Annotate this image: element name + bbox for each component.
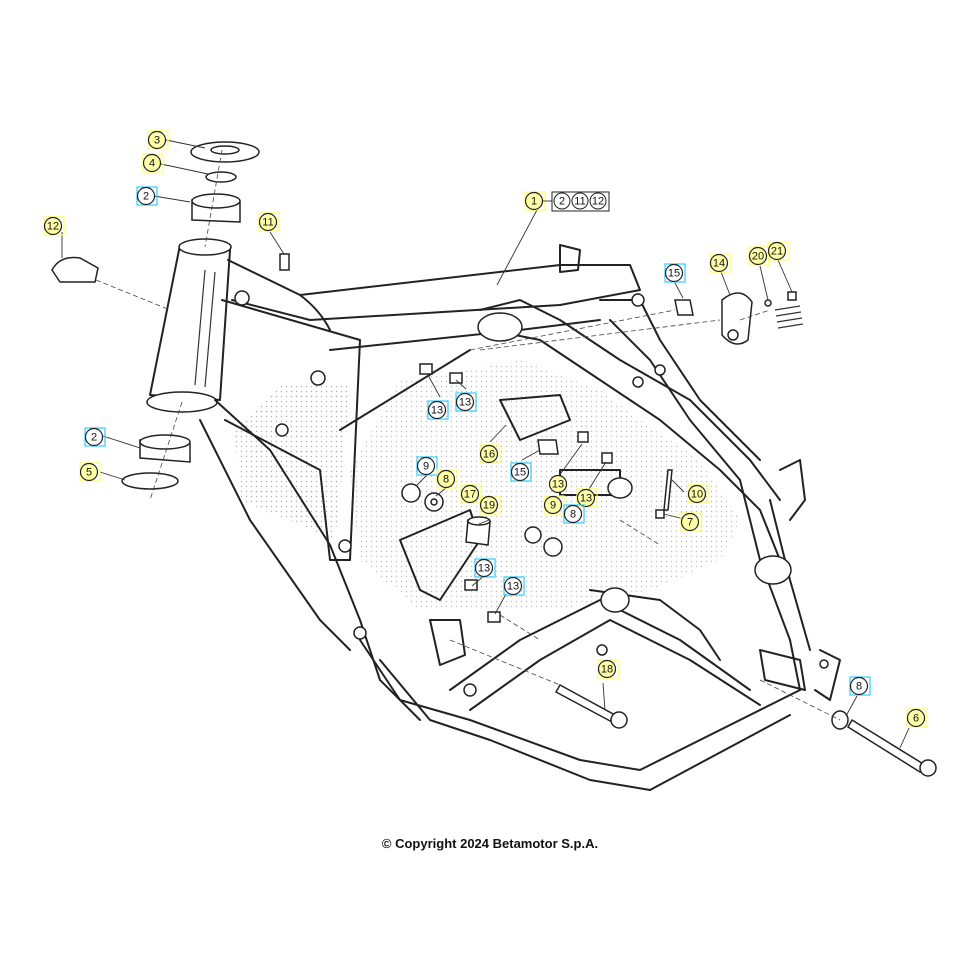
callout-label-8: 8 bbox=[856, 681, 862, 693]
callout-label-11: 11 bbox=[262, 217, 273, 229]
callout-label-13: 13 bbox=[580, 493, 592, 505]
callout-label-15: 15 bbox=[514, 467, 526, 479]
callout-label-7: 7 bbox=[687, 517, 693, 529]
part-vertical-bolt bbox=[663, 469, 673, 511]
part-bolt-upper bbox=[674, 299, 694, 316]
callout-label-8: 8 bbox=[570, 509, 576, 521]
motorcycle-frame bbox=[146, 238, 841, 791]
callout-circle bbox=[709, 253, 729, 273]
callout-label-3: 3 bbox=[154, 135, 160, 147]
part-nut-right bbox=[524, 526, 542, 544]
kit-item-circle bbox=[589, 192, 607, 210]
part-long-bolt bbox=[554, 683, 616, 724]
callout-circle bbox=[258, 212, 278, 232]
kit-item-label: 11 bbox=[574, 196, 585, 208]
callout-circle bbox=[147, 130, 167, 150]
callout-label-14: 14 bbox=[713, 258, 725, 270]
callout-circle bbox=[576, 488, 596, 508]
callout-label-17: 17 bbox=[464, 489, 476, 501]
callout-label-20: 20 bbox=[752, 251, 764, 263]
callout-label-10: 10 bbox=[691, 489, 703, 501]
callout-circle bbox=[563, 504, 583, 524]
part-cable-clamp bbox=[51, 256, 99, 283]
callout-circle bbox=[906, 708, 926, 728]
kit-item-label: 2 bbox=[559, 196, 565, 208]
callout-circle bbox=[479, 495, 499, 515]
callout-circle bbox=[460, 484, 480, 504]
copyright-text: © Copyright 2024 Betamotor S.p.A. bbox=[381, 836, 599, 851]
part-ring bbox=[205, 171, 237, 183]
kit-item-circle bbox=[553, 192, 571, 210]
part-bolt-mid bbox=[537, 439, 559, 455]
callout-circle bbox=[43, 216, 63, 236]
callout-circle bbox=[416, 456, 436, 476]
callout-circle bbox=[548, 474, 568, 494]
part-swingarm-bolt bbox=[846, 718, 927, 774]
callout-label-19: 19 bbox=[483, 500, 495, 512]
callout-label-1: 1 bbox=[531, 196, 537, 208]
callout-label-2: 2 bbox=[143, 191, 149, 203]
callout-circle bbox=[543, 495, 563, 515]
callout-circle bbox=[687, 484, 707, 504]
callout-label-13: 13 bbox=[552, 479, 564, 491]
callout-label-6: 6 bbox=[913, 713, 919, 725]
callout-circle bbox=[524, 191, 544, 211]
callout-circle bbox=[510, 462, 530, 482]
callout-circle bbox=[503, 576, 523, 596]
callout-label-21: 21 bbox=[771, 246, 783, 258]
callout-label-2: 2 bbox=[91, 432, 97, 444]
callout-circle bbox=[474, 558, 494, 578]
callout-label-13: 13 bbox=[431, 405, 443, 417]
callout-circle bbox=[748, 246, 768, 266]
callout-circle bbox=[680, 512, 700, 532]
callout-circle bbox=[427, 400, 447, 420]
callout-label-18: 18 bbox=[601, 664, 613, 676]
callout-label-13: 13 bbox=[459, 397, 471, 409]
leader-lines bbox=[61, 139, 910, 749]
callout-label-5: 5 bbox=[86, 467, 92, 479]
callout-circle bbox=[455, 392, 475, 412]
callout-circle bbox=[664, 263, 684, 283]
callout-circle bbox=[84, 427, 104, 447]
part-lower-washer bbox=[121, 472, 179, 490]
kit-box: 2 11 12 bbox=[543, 191, 610, 212]
callout-circle bbox=[597, 659, 617, 679]
callout-label-9: 9 bbox=[550, 500, 556, 512]
part-washer-right bbox=[543, 537, 563, 557]
callout-circle bbox=[767, 241, 787, 261]
callout-label-12: 12 bbox=[47, 221, 59, 233]
explosion-axes bbox=[95, 149, 841, 721]
part-spring bbox=[774, 305, 804, 329]
callout-circle bbox=[849, 676, 869, 696]
part-nut-small bbox=[655, 509, 665, 519]
kit-item-circle bbox=[571, 192, 589, 210]
callout-label-4: 4 bbox=[149, 158, 155, 170]
callout-label-16: 16 bbox=[483, 449, 495, 461]
kit-item-label: 12 bbox=[592, 196, 604, 208]
exploded-parts bbox=[51, 141, 937, 777]
callout-label-9: 9 bbox=[423, 461, 429, 473]
callout-circle bbox=[79, 462, 99, 482]
part-small-clip bbox=[279, 253, 290, 271]
callout-label-15: 15 bbox=[668, 268, 680, 280]
callout-circle bbox=[436, 469, 456, 489]
callout-circle bbox=[136, 186, 156, 206]
callout-label-13: 13 bbox=[478, 563, 490, 575]
callout-circle bbox=[479, 444, 499, 464]
callout-circle bbox=[142, 153, 162, 173]
frame-stipple-area bbox=[235, 360, 740, 610]
part-nut-left bbox=[401, 483, 421, 503]
callout-label-13: 13 bbox=[507, 581, 519, 593]
callout-label-8: 8 bbox=[443, 474, 449, 486]
